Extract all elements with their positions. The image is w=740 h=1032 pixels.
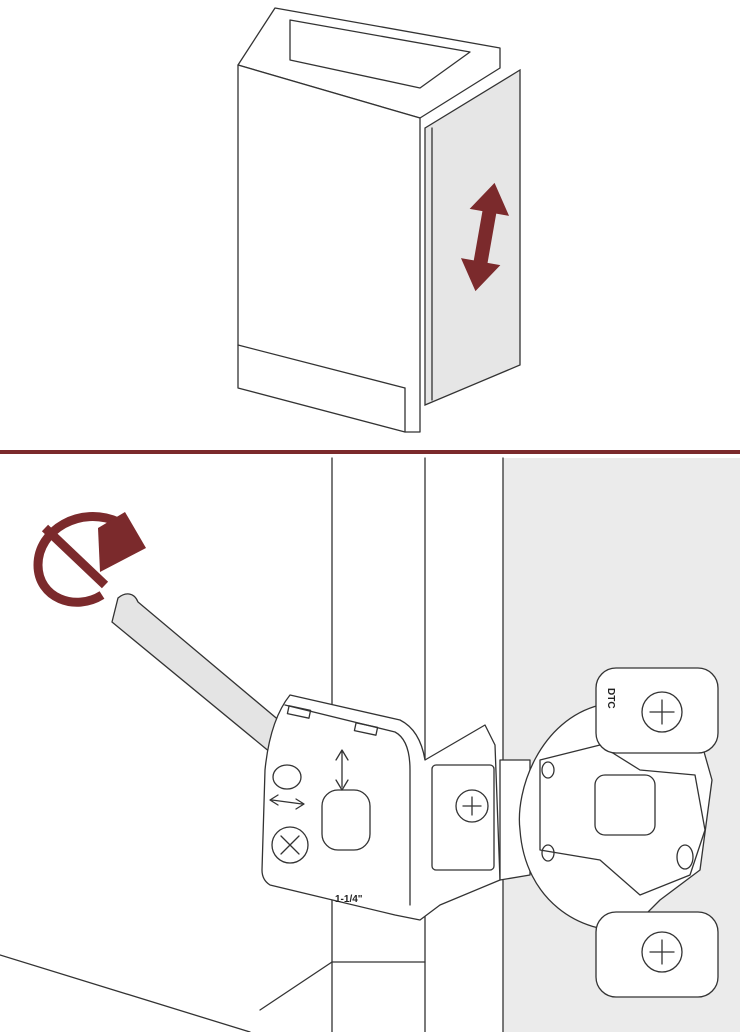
hinge-top-wing: DTC [595, 667, 719, 754]
hinge-mounting-plate: 1-1/4" [261, 694, 501, 921]
double-arrow-vertical-icon [335, 749, 349, 791]
hinge-bottom-wing [595, 911, 719, 998]
double-arrow-horizontal-icon [269, 794, 305, 810]
brand-label: DTC [605, 688, 616, 709]
double-arrow-vertical-icon [460, 182, 510, 292]
cabinet-door [424, 68, 521, 406]
hinge-cup [499, 704, 713, 932]
rotate-screwdriver-icon [33, 512, 146, 607]
cabinet-illustration [237, 7, 521, 433]
hinge-size-label: 1-1/4" [335, 894, 363, 905]
